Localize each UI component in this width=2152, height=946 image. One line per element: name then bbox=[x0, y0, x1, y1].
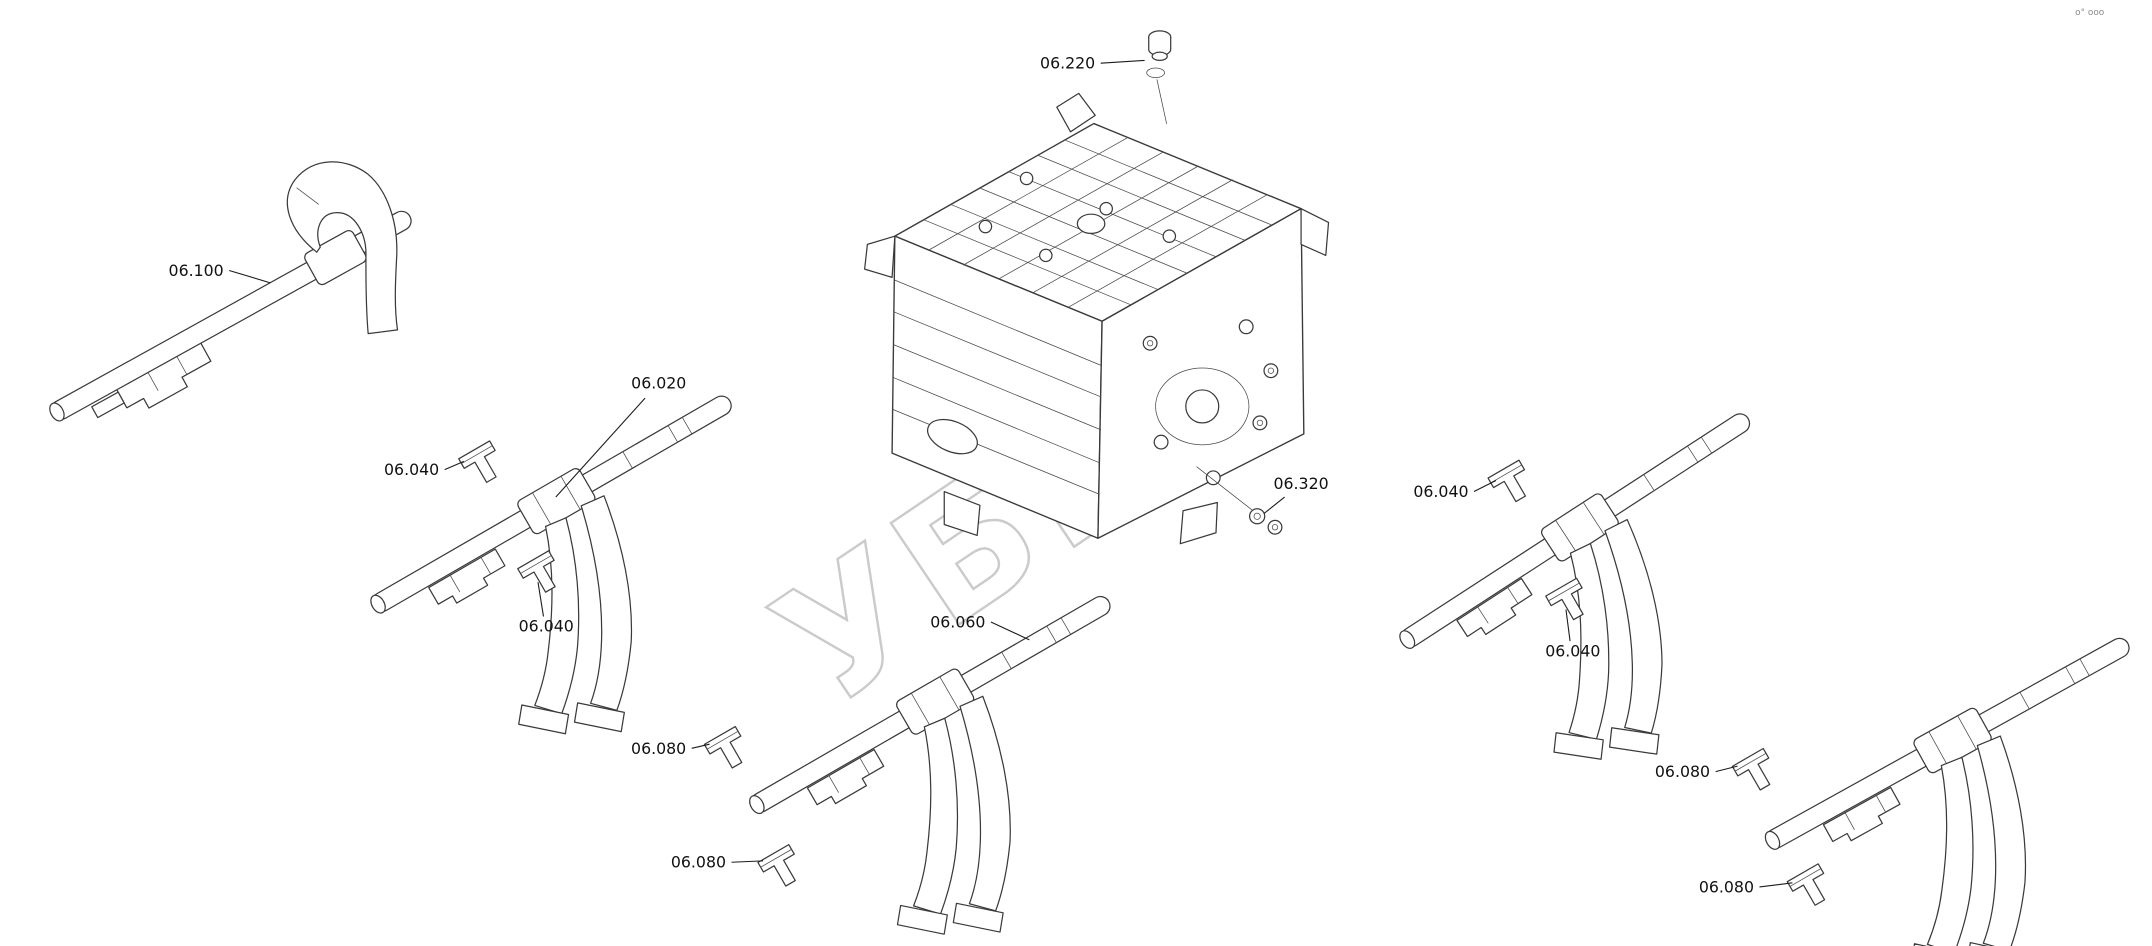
leader-line bbox=[1565, 609, 1571, 642]
part-label-group: 06.080 bbox=[1699, 877, 1793, 896]
leader-line bbox=[1759, 882, 1793, 888]
leader-line bbox=[1473, 480, 1497, 493]
part-label[interactable]: 06.020 bbox=[631, 374, 686, 393]
part-label-group: 06.040 bbox=[1413, 480, 1497, 501]
part-label[interactable]: 06.080 bbox=[1699, 877, 1754, 896]
leader-line bbox=[555, 397, 646, 498]
part-label[interactable]: 06.040 bbox=[1413, 482, 1468, 501]
part-label-group: 06.040 bbox=[519, 582, 574, 636]
part-label[interactable]: 06.060 bbox=[930, 612, 985, 631]
retainer-pin-06080 bbox=[757, 844, 807, 893]
part-label[interactable]: 06.040 bbox=[519, 617, 574, 636]
part-label[interactable]: 06.080 bbox=[631, 739, 686, 758]
part-label-group: 06.080 bbox=[671, 853, 764, 872]
part-label-group: 06.320 bbox=[1263, 474, 1329, 514]
part-label[interactable]: 06.320 bbox=[1274, 474, 1329, 493]
gearbox-housing bbox=[864, 30, 1330, 545]
leader-line bbox=[229, 269, 271, 284]
part-label-group: 06.220 bbox=[1040, 54, 1145, 73]
part-label-group: 06.040 bbox=[1545, 609, 1600, 660]
retainer-pin-06080 bbox=[703, 725, 754, 775]
housing-rib-grid bbox=[923, 136, 1273, 308]
fork-assembly-06100 bbox=[6, 135, 456, 498]
labels-layer: 06.220 06.100 06.020 06.040 06.040 06.320 06.0… bbox=[169, 54, 1793, 896]
housing-interior-hatch bbox=[891, 279, 1102, 495]
leader-line bbox=[537, 582, 545, 617]
leader-line bbox=[444, 460, 465, 471]
leader-line bbox=[731, 860, 764, 863]
breather-plug-06220 bbox=[1146, 30, 1172, 124]
fork-assembly-right-upper bbox=[1390, 401, 1875, 839]
part-label-group: 06.040 bbox=[384, 460, 465, 479]
leader-line bbox=[990, 621, 1030, 641]
part-label[interactable]: 06.080 bbox=[671, 853, 726, 872]
leader-line bbox=[1715, 765, 1738, 773]
leader-line bbox=[1263, 496, 1285, 514]
leader-line bbox=[691, 743, 710, 749]
retainer-pin-06080 bbox=[1786, 863, 1836, 913]
part-label[interactable]: 06.080 bbox=[1655, 762, 1710, 781]
part-label-group: 06.080 bbox=[1655, 762, 1738, 781]
part-label-group: 06.080 bbox=[631, 739, 710, 758]
housing-bolt-bosses bbox=[1142, 319, 1279, 486]
retainer-pin-06040 bbox=[458, 440, 508, 490]
part-label-group: 06.060 bbox=[930, 612, 1030, 641]
part-label[interactable]: 06.040 bbox=[384, 460, 439, 479]
part-label[interactable]: 06.220 bbox=[1040, 54, 1095, 73]
part-label-group: 06.100 bbox=[169, 261, 271, 284]
part-label[interactable]: 06.100 bbox=[169, 261, 224, 280]
retainer-pin-06080 bbox=[1731, 747, 1782, 797]
part-label-group: 06.020 bbox=[555, 374, 686, 498]
detent-washers-06320 bbox=[1196, 466, 1283, 535]
part-label[interactable]: 06.040 bbox=[1545, 641, 1600, 660]
corner-mark: о° ооо bbox=[2075, 8, 2104, 18]
retainer-pin-06040 bbox=[1487, 459, 1537, 509]
leader-line bbox=[1100, 59, 1145, 64]
